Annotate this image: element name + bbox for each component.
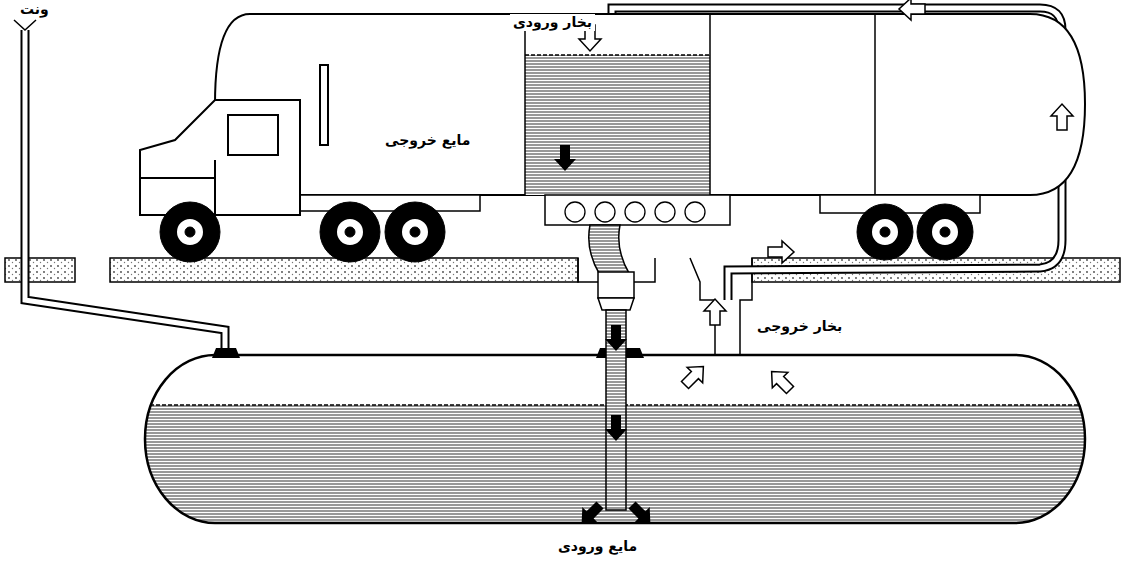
vent-label: ونت (17, 1, 52, 18)
liquid-hose (589, 225, 634, 510)
flow-label: مایع ورودی (555, 538, 640, 555)
tank-trailer (215, 14, 1085, 225)
liquid-flow-arrows (554, 145, 658, 531)
wheels (160, 202, 973, 262)
flow-label: بخار ورودی (510, 14, 595, 31)
flow-label: مایع خروجی (382, 132, 473, 149)
truck-cab (140, 65, 328, 215)
flow-label: بخار خروجی (754, 318, 845, 335)
vapor-flow-arrows (579, 0, 1073, 398)
